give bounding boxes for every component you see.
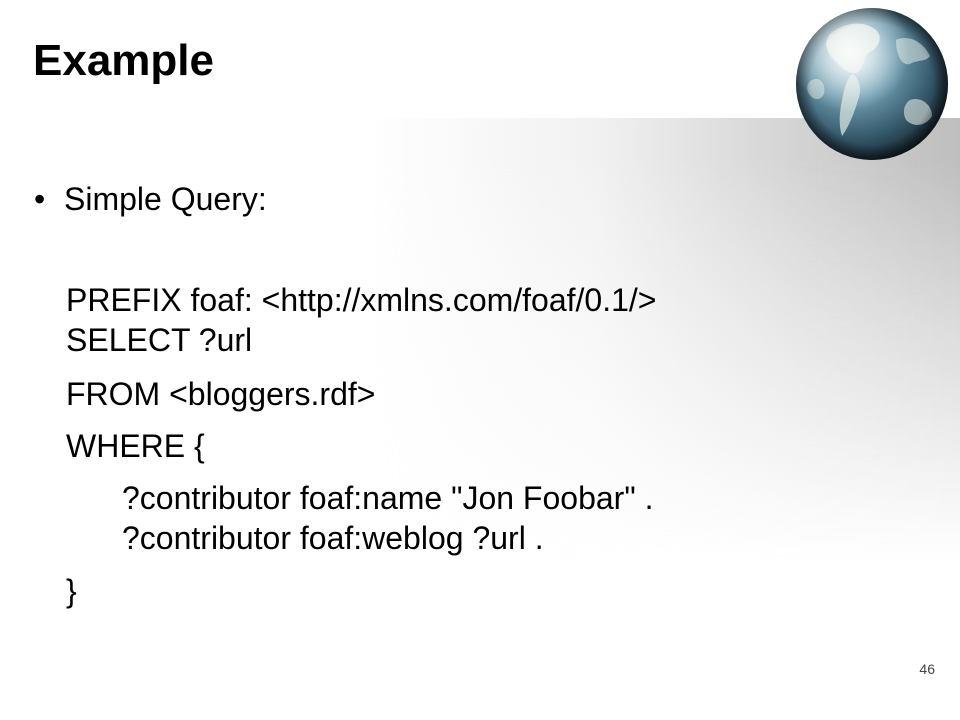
page-number: 46 xyxy=(919,661,935,677)
bullet-item: • Simple Query: xyxy=(34,180,267,218)
query-line-prefix: PREFIX foaf: <http://xmlns.com/foaf/0.1/… xyxy=(66,282,657,318)
bullet-text: Simple Query: xyxy=(64,181,267,217)
background-gradient xyxy=(0,118,960,638)
query-line-from: FROM <bloggers.rdf> xyxy=(66,376,376,412)
query-line-where: WHERE { xyxy=(66,428,205,464)
query-line-name-triple: ?contributor foaf:name "Jon Foobar" . xyxy=(122,480,654,516)
query-line-select: SELECT ?url xyxy=(66,322,253,358)
slide-title: Example xyxy=(33,36,214,85)
query-line-weblog-triple: ?contributor foaf:weblog ?url . xyxy=(122,520,544,556)
bullet-marker: • xyxy=(34,181,46,217)
globe-icon xyxy=(796,8,948,160)
query-line-close-brace: } xyxy=(66,573,77,609)
